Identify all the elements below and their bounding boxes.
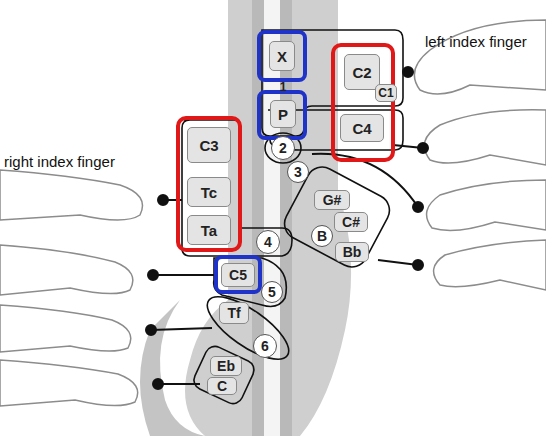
key-pad: C# <box>334 212 368 232</box>
key-pad: C <box>207 377 237 395</box>
sax-body <box>140 0 351 436</box>
key-group-outlines <box>191 343 258 407</box>
hand-outlines <box>434 240 546 290</box>
key-label: 5 <box>268 285 276 299</box>
highlight-boxes <box>178 32 393 292</box>
key-label: 4 <box>264 235 272 249</box>
hand-outlines <box>0 245 133 295</box>
key-label: C2 <box>352 65 371 80</box>
key-group-outlines <box>214 258 287 306</box>
key-pad: C5 <box>221 263 255 287</box>
key-label: 1 <box>280 81 287 93</box>
key-pad: C4 <box>340 114 384 142</box>
leader-lines <box>153 274 214 276</box>
key-group-outlines <box>182 30 403 407</box>
leader-lines <box>413 260 423 270</box>
leader-lines <box>378 260 418 265</box>
key-pad: C3 <box>187 127 231 163</box>
hand-outlines <box>0 360 138 406</box>
key-circle: 5 <box>261 281 283 303</box>
key-pad: Bb <box>335 242 369 262</box>
key-circle: 6 <box>253 334 277 358</box>
leader-lines <box>403 67 413 77</box>
key-label: C4 <box>352 121 371 136</box>
leader-lines <box>151 328 212 330</box>
sax-body <box>140 300 205 436</box>
key-label: Bb <box>343 245 362 259</box>
leader-lines <box>158 195 168 205</box>
key-pad: Tf <box>219 302 249 324</box>
key-label: Tc <box>201 185 217 200</box>
highlight-boxes <box>216 257 260 292</box>
key-circle: B <box>311 225 333 247</box>
key-group-outlines <box>279 161 395 272</box>
key-pad: P <box>270 100 296 128</box>
key-label: C5 <box>229 268 247 282</box>
highlight-boxes <box>259 92 305 138</box>
leader-lines <box>146 325 156 335</box>
key-label: Tf <box>227 306 240 320</box>
key-label: C <box>217 379 227 393</box>
key-pad: Eb <box>210 356 242 376</box>
finger-label: left index finger <box>425 33 527 50</box>
finger-label: right index finger <box>4 153 115 170</box>
leader-lines <box>418 143 428 153</box>
hand-outlines <box>0 305 131 352</box>
key-label: B <box>317 229 327 243</box>
leader-lines <box>413 202 423 212</box>
highlight-boxes <box>259 32 305 80</box>
key-pad: X <box>269 41 295 71</box>
key-label: Ta <box>201 223 217 238</box>
key-circle: 4 <box>256 230 280 254</box>
hand-outlines <box>0 20 546 406</box>
key-label: G# <box>323 193 342 207</box>
key-label: 3 <box>294 165 302 179</box>
leader-lines <box>153 379 163 389</box>
leader-lines <box>148 270 158 280</box>
hand-outlines <box>424 110 546 165</box>
key-pad: G# <box>314 190 350 210</box>
sax-body <box>185 0 351 436</box>
key-pad: Tc <box>187 177 231 207</box>
hand-outlines <box>414 20 546 94</box>
key-label: 6 <box>261 339 269 353</box>
leader-lines <box>158 383 200 385</box>
key-number: 1 <box>276 79 290 95</box>
key-label: 2 <box>279 141 287 155</box>
key-label: P <box>278 107 288 122</box>
highlight-boxes <box>333 45 393 160</box>
key-pad: C1 <box>375 84 397 102</box>
leader-lines <box>146 67 428 389</box>
highlight-boxes <box>178 118 240 250</box>
key-label: C# <box>342 215 360 229</box>
key-label: C1 <box>378 87 393 99</box>
key-label: C3 <box>199 138 218 153</box>
key-pad: Ta <box>187 215 231 245</box>
key-circle: 3 <box>287 161 309 183</box>
hand-outlines <box>0 170 143 220</box>
key-circle: 2 <box>271 136 295 160</box>
key-pad: C2 <box>344 54 380 90</box>
hand-outlines <box>427 180 546 230</box>
key-label: Eb <box>217 359 235 373</box>
key-label: X <box>277 49 287 64</box>
